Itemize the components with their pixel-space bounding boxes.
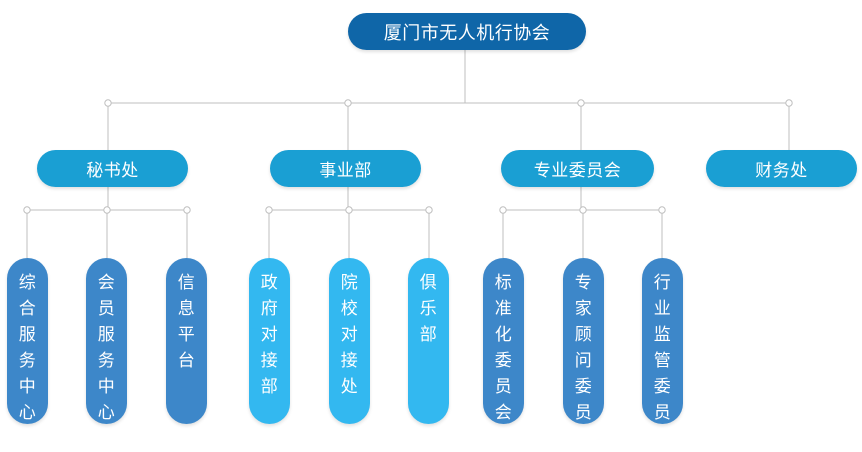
unit-industry-supervision-committee: 行业监管委员会 [642,258,683,448]
connector-dot [23,206,31,214]
unit-label: 俱乐部 [419,273,438,344]
unit-expert-advisory-committee: 专家顾问委员会 [563,258,604,448]
dept-label: 专业委员会 [533,161,622,180]
unit-label: 院校对接处 [340,273,359,396]
unit-standards-committee: 标准化委员会 [483,258,524,424]
connector-dot [499,206,507,214]
dept-finance: 财务处 [706,150,857,187]
root-node: 厦门市无人机行协会 [348,13,586,50]
dept-label: 事业部 [319,161,372,180]
dept-label: 秘书处 [86,161,139,180]
connector-dot [577,99,585,107]
unit-member-service-center: 会员服务中心 [86,258,127,424]
unit-label: 专家顾问委员会 [574,273,593,448]
dept-label: 财务处 [755,161,808,180]
dept-committees: 专业委员会 [501,150,654,187]
unit-club: 俱乐部 [408,258,449,424]
connector-dot [344,99,352,107]
connector-dot [265,206,273,214]
unit-label: 行业监管委员会 [653,273,672,448]
dept-secretariat: 秘书处 [37,150,188,187]
unit-label: 综合服务中心 [18,273,37,422]
connector-dot [785,99,793,107]
unit-general-service-center: 综合服务中心 [7,258,48,424]
dept-business: 事业部 [270,150,421,187]
unit-government-liaison: 政府对接部 [249,258,290,424]
unit-label: 信息平台 [177,273,196,370]
connector-dot [425,206,433,214]
connector-dot [103,206,111,214]
connector-dot [579,206,587,214]
unit-info-platform: 信息平台 [166,258,207,424]
connector-dot [183,206,191,214]
unit-label: 会员服务中心 [97,273,116,422]
unit-label: 政府对接部 [260,273,279,396]
unit-label: 标准化委员会 [494,273,513,422]
root-label: 厦门市无人机行协会 [383,22,551,43]
connector-dot [104,99,112,107]
unit-academic-liaison: 院校对接处 [329,258,370,424]
connector-dot [345,206,353,214]
connector-dot [658,206,666,214]
